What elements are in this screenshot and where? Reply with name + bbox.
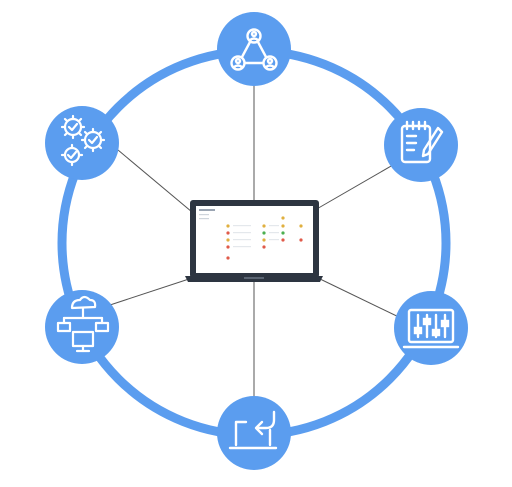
node-upper-left-circle	[45, 106, 119, 180]
slider-controls-icon	[402, 308, 460, 349]
node-lower-right-circle	[394, 291, 468, 365]
dashboard-preview	[199, 209, 303, 260]
node-upper-right-circle	[384, 108, 458, 182]
connector-upper-left	[117, 149, 193, 213]
node-top	[217, 12, 291, 86]
node-top-circle	[217, 12, 291, 86]
node-upper-left	[45, 106, 119, 180]
node-lower-right	[394, 291, 468, 365]
connector-lines	[109, 80, 406, 400]
connector-lower-right	[317, 277, 406, 321]
laptop-screen	[196, 206, 313, 273]
node-bottom	[217, 396, 291, 470]
node-bottom-circle	[217, 396, 291, 470]
node-lower-left	[45, 290, 119, 364]
checklist-pen-icon	[400, 120, 444, 164]
connector-upper-right	[314, 157, 406, 211]
node-lower-left-circle	[45, 290, 119, 364]
user-network-icon	[230, 28, 278, 71]
gears-check-icon	[60, 114, 106, 167]
laptop-icon	[185, 200, 323, 282]
laptop-return-arrow-icon	[228, 410, 278, 450]
cloud-network-monitor-icon	[56, 295, 110, 353]
node-upper-right	[384, 108, 458, 182]
connector-lower-left	[109, 277, 193, 306]
